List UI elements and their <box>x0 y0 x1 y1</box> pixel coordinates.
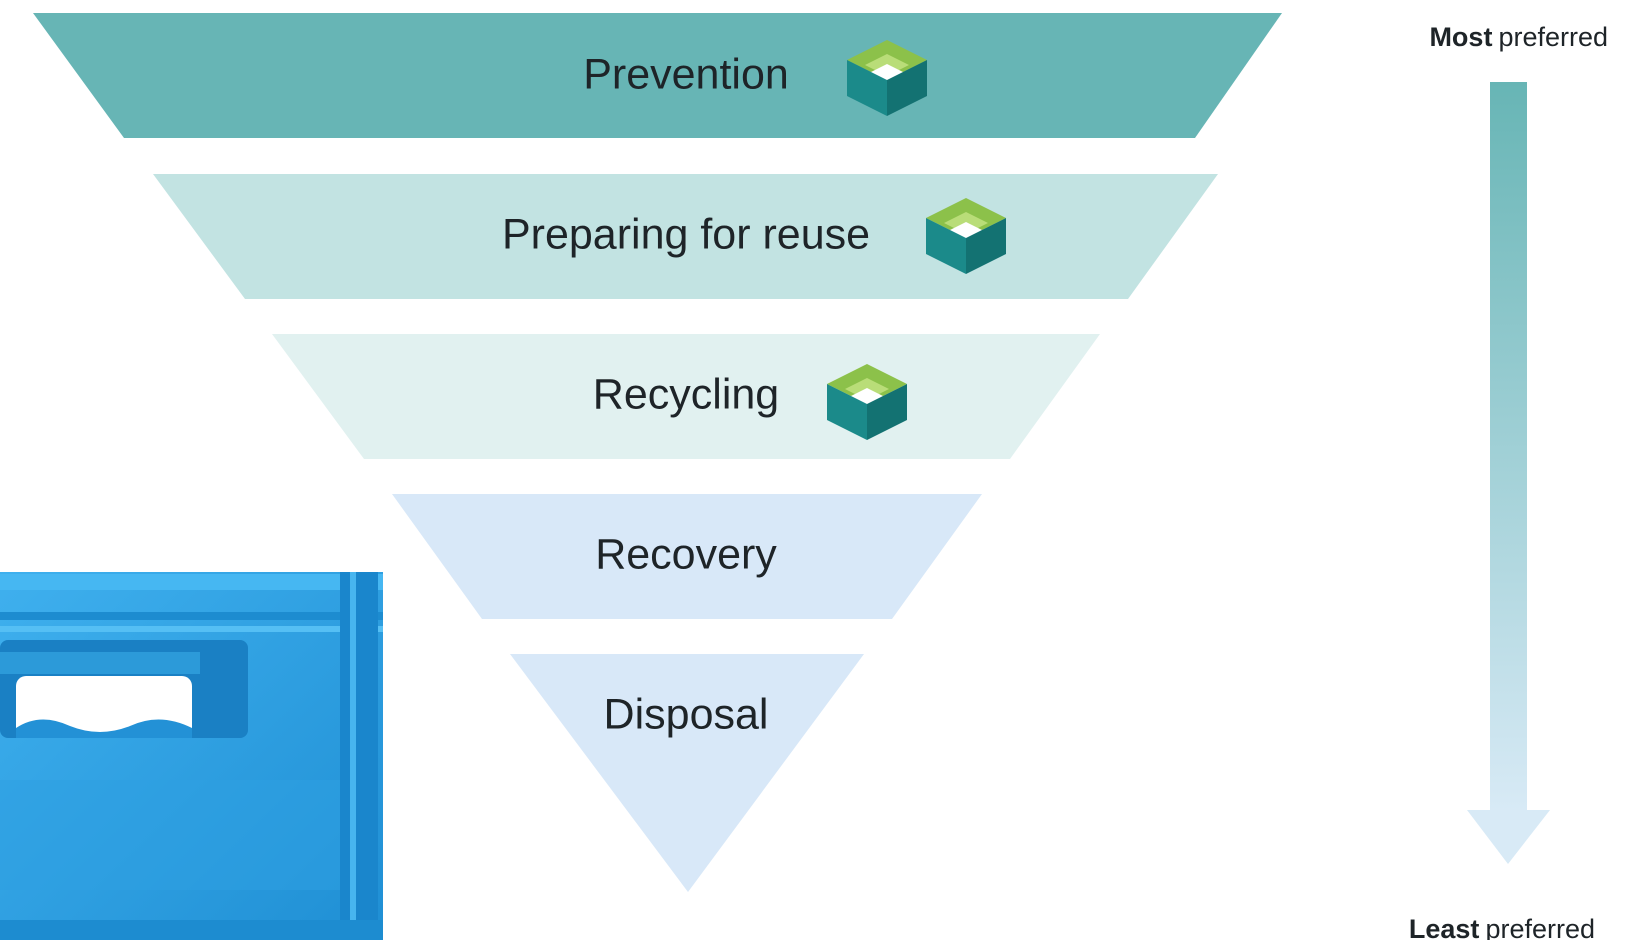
level-label: Disposal <box>604 690 769 738</box>
most-rest: preferred <box>1498 22 1608 52</box>
level-disposal: Disposal <box>510 654 864 892</box>
level-band <box>392 494 982 619</box>
least-rest: preferred <box>1485 914 1595 940</box>
level-label: Recovery <box>595 530 777 578</box>
level-label: Recycling <box>593 370 779 418</box>
most-bold: Most <box>1429 22 1492 52</box>
level-band <box>33 13 1282 138</box>
blue-plastic-crate <box>0 572 383 940</box>
level-recycling: Recycling <box>272 334 1100 459</box>
preference-arrow-shaft <box>1490 82 1527 812</box>
preference-arrow-head <box>1467 810 1550 864</box>
level-band <box>510 654 864 892</box>
level-label: Prevention <box>583 50 789 98</box>
level-recovery: Recovery <box>392 494 982 619</box>
level-band <box>272 334 1100 459</box>
level-label: Preparing for reuse <box>502 210 870 258</box>
least-bold: Least <box>1409 914 1480 940</box>
level-prevention: Prevention <box>33 13 1282 138</box>
level-preparing-for-reuse: Preparing for reuse <box>153 174 1218 299</box>
